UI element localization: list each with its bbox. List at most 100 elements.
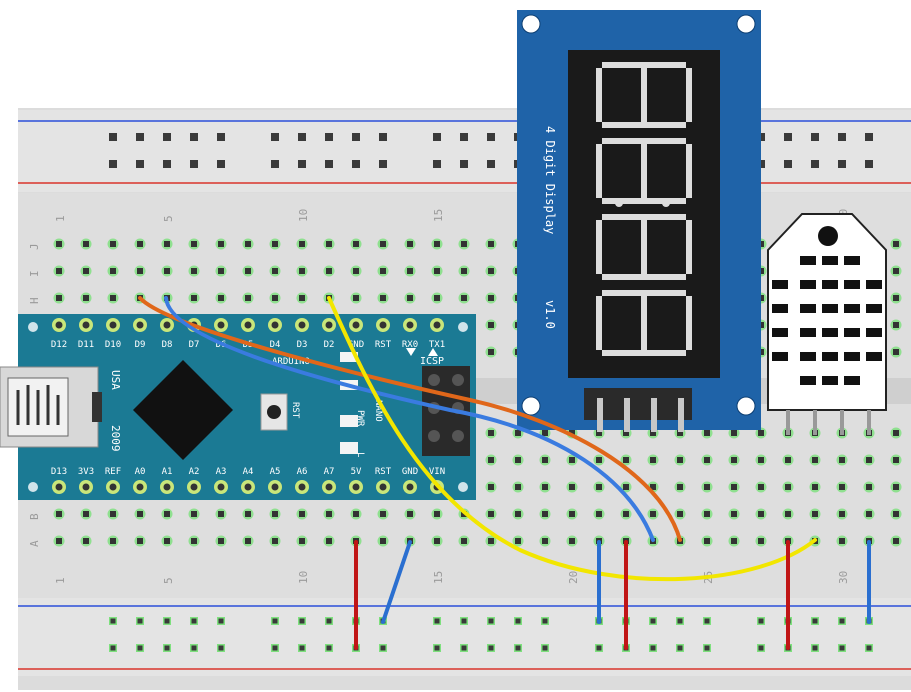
terminal-hole-center (596, 457, 602, 463)
rail-hole-center (110, 161, 116, 167)
nano-pad-hole (163, 321, 171, 329)
col-num-bottom-10: 10 (297, 571, 310, 584)
terminal-hole-center (785, 457, 791, 463)
terminal-hole-center (785, 511, 791, 517)
rail-hole-center (812, 618, 818, 624)
terminal-hole-center (650, 511, 656, 517)
terminal-hole-center (623, 484, 629, 490)
terminal-hole-center (299, 241, 305, 247)
terminal-hole-center (164, 268, 170, 274)
terminal-hole-center (245, 295, 251, 301)
rail-hole-center (812, 161, 818, 167)
terminal-hole-center (812, 457, 818, 463)
yellow-wire[interactable] (327, 296, 817, 582)
sensor-hole (818, 226, 838, 246)
terminal-hole-center (893, 430, 899, 436)
nano-pad-hole (109, 483, 117, 491)
terminal-hole-center (488, 511, 494, 517)
dht-sensor[interactable] (767, 213, 887, 435)
col-num-top-1: 1 (54, 215, 67, 222)
grille-slot (822, 328, 838, 337)
terminal-hole-center (272, 538, 278, 544)
grille-slot (822, 280, 838, 289)
grille-slot (822, 256, 838, 265)
display-title: 4 Digit Display (543, 126, 557, 234)
terminal-hole-center (380, 538, 386, 544)
terminal-hole-center (83, 295, 89, 301)
terminal-hole-center (893, 511, 899, 517)
nano-bottom-pin-label: 5V (351, 467, 362, 477)
rail-hole-center (137, 134, 143, 140)
nano-top-pin-label: D10 (105, 340, 121, 350)
nano-top-pin-label: RST (375, 340, 392, 350)
terminal-hole-center (542, 484, 548, 490)
row-label-h: H (28, 297, 41, 304)
terminal-hole-center (893, 457, 899, 463)
arduino-year-label: 2009 (109, 425, 122, 452)
nano-top-pin-label: D12 (51, 340, 67, 350)
rail-hole-center (785, 134, 791, 140)
terminal-hole-center (272, 511, 278, 517)
terminal-hole-center (866, 484, 872, 490)
terminal-hole-center (434, 295, 440, 301)
terminal-hole-center (326, 241, 332, 247)
terminal-hole-center (839, 511, 845, 517)
terminal-hole-center (83, 511, 89, 517)
grille-slot (800, 328, 816, 337)
nano-bottom-pin-label: GND (402, 467, 418, 477)
orange-wire[interactable] (138, 296, 682, 542)
nano-top-pin-label: D4 (270, 340, 281, 350)
terminal-hole-center (299, 511, 305, 517)
row-label-a: A (28, 540, 41, 547)
nano-pad-hole (298, 483, 306, 491)
terminal-hole-center (839, 484, 845, 490)
terminal-hole-center (812, 511, 818, 517)
reset-button-cap[interactable] (267, 405, 281, 419)
rail-hole-center (380, 134, 386, 140)
rail-hole-center (218, 645, 224, 651)
nano-pad-hole (244, 483, 252, 491)
terminal-hole-center (191, 511, 197, 517)
nano-pad-hole (298, 321, 306, 329)
nano-pad-hole (406, 483, 414, 491)
rail-hole-center (866, 645, 872, 651)
rail-hole-center (110, 645, 116, 651)
sensor-grille (772, 256, 882, 385)
four-digit-display-module[interactable]: 4 Digit Display v1.0 (517, 10, 761, 432)
rail-hole-center (299, 645, 305, 651)
terminal-hole-center (542, 538, 548, 544)
nano-top-pin-label: GND (348, 340, 364, 350)
nano-pad-hole (136, 483, 144, 491)
rail-hole-center (758, 645, 764, 651)
rail-hole-center (326, 161, 332, 167)
terminal-hole-center (596, 484, 602, 490)
rail-hole-center (164, 134, 170, 140)
grille-slot (800, 304, 816, 313)
terminal-hole-center (758, 484, 764, 490)
terminal-hole-center (488, 295, 494, 301)
blue-wire[interactable] (164, 296, 655, 542)
terminal-hole-center (326, 268, 332, 274)
terminal-hole-center (704, 511, 710, 517)
terminal-hole-center (326, 538, 332, 544)
blue-jumper-1[interactable] (381, 540, 412, 624)
display-mount-hole (736, 14, 756, 34)
pwr-led (340, 415, 358, 427)
grille-slot (822, 376, 838, 385)
terminal-hole-center (569, 511, 575, 517)
rail-hole-center (488, 618, 494, 624)
col-num-top-10: 10 (297, 209, 310, 222)
terminal-hole-center (893, 241, 899, 247)
terminal-hole-center (353, 268, 359, 274)
terminal-hole-center (380, 511, 386, 517)
terminal-hole-center (137, 268, 143, 274)
rst-button-label: RST (290, 402, 300, 419)
seven-segment-digit (596, 214, 692, 280)
microcontroller-chip (133, 360, 233, 460)
terminal-hole-center (488, 268, 494, 274)
terminal-hole-center (110, 295, 116, 301)
terminal-hole-center (623, 457, 629, 463)
rail-hole-center (137, 618, 143, 624)
terminal-hole-center (218, 538, 224, 544)
